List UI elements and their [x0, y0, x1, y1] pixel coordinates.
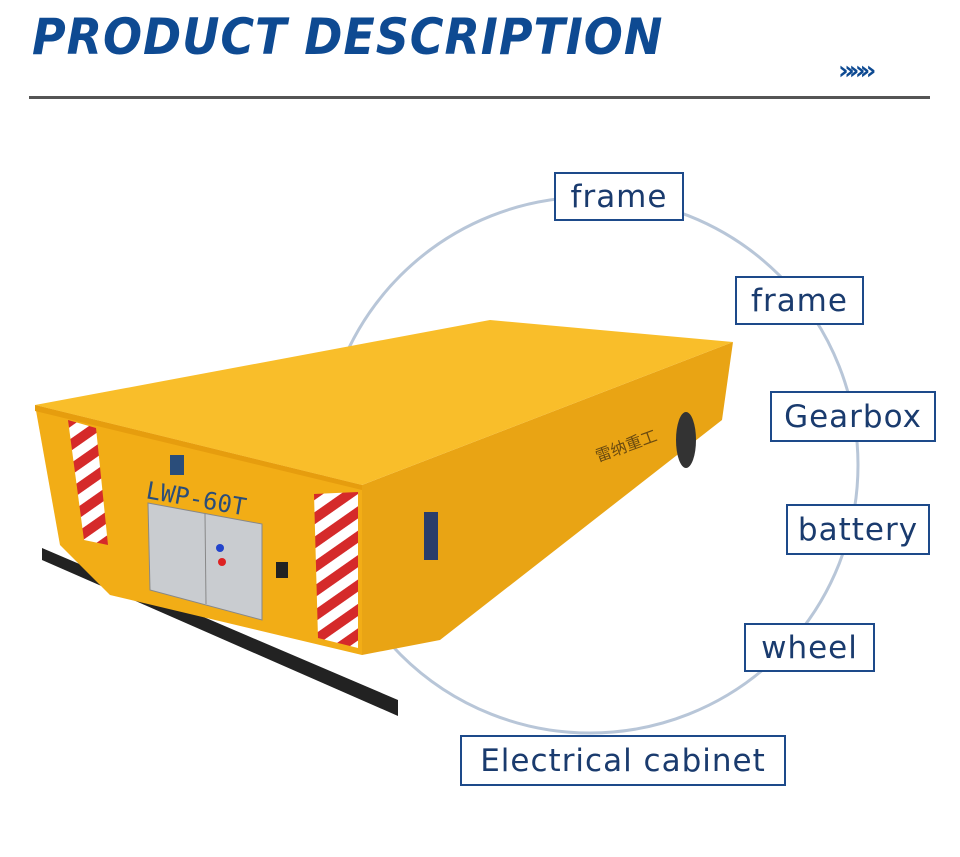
label-electrical-cabinet: Electrical cabinet	[460, 735, 786, 786]
label-wheel: wheel	[744, 623, 875, 672]
warning-stripe-right	[314, 492, 358, 648]
page-title: PRODUCT DESCRIPTION	[32, 8, 664, 66]
chevrons-icon: »»»	[838, 56, 876, 86]
label-battery: battery	[786, 504, 930, 555]
label-frame-top: frame	[554, 172, 684, 221]
warning-stripe-left	[68, 420, 108, 545]
label-gearbox: Gearbox	[770, 391, 936, 442]
wheel	[676, 412, 696, 468]
divider	[29, 96, 930, 99]
side-face	[362, 342, 733, 655]
top-face	[35, 320, 733, 485]
label-frame: frame	[735, 276, 864, 325]
electrical-cabinet	[147, 502, 263, 621]
